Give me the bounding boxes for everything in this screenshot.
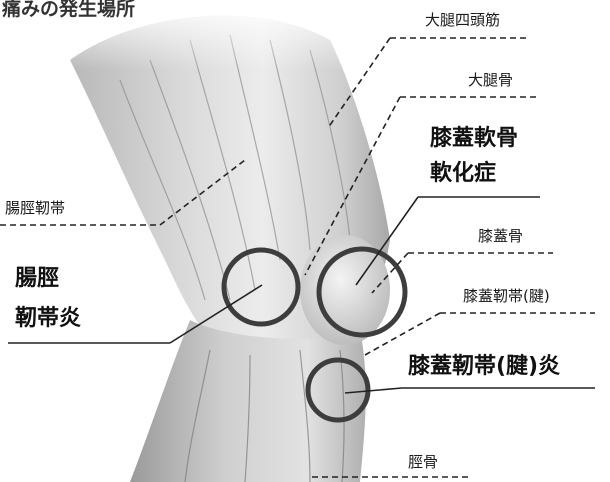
label-femur: 大腿骨 bbox=[468, 73, 513, 88]
label-it-band: 腸脛靭帯 bbox=[5, 201, 65, 216]
label-tibia: 脛骨 bbox=[408, 455, 438, 470]
label-chondromalacia-line1: 膝蓋軟骨 bbox=[430, 128, 518, 150]
label-patellar-ligament: 膝蓋靭帯(腱) bbox=[463, 289, 550, 304]
label-itbs-line1: 腸脛 bbox=[15, 268, 59, 290]
label-patellar-tendinitis: 膝蓋靭帯(腱)炎 bbox=[408, 356, 560, 378]
label-itbs-line2: 靭帯炎 bbox=[15, 308, 81, 330]
label-patella: 膝蓋骨 bbox=[478, 229, 523, 244]
label-quadriceps: 大腿四頭筋 bbox=[425, 13, 500, 28]
label-chondromalacia-line2: 軟化症 bbox=[430, 163, 496, 185]
page-heading: 痛みの発生場所 bbox=[2, 0, 135, 19]
lower-leg-shape bbox=[130, 320, 366, 482]
